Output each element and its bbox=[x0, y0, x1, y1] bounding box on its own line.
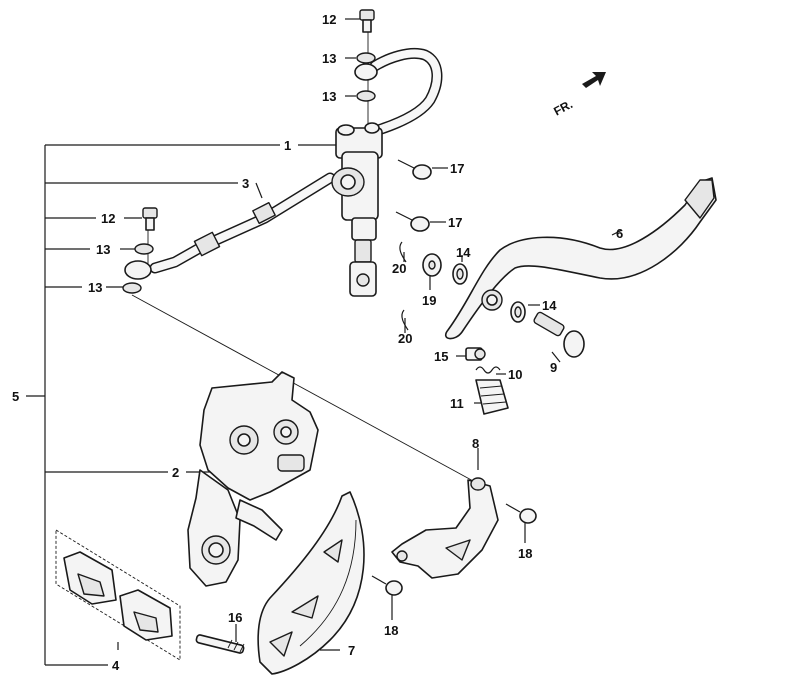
label-part-13-lower-a: 13 bbox=[96, 242, 110, 257]
banjo-bolt-12-lower bbox=[142, 207, 158, 231]
bolt-17-upper bbox=[397, 159, 432, 180]
assembly-bracket-5 bbox=[26, 144, 280, 666]
label-part-20-upper: 20 bbox=[392, 261, 406, 276]
washer-19 bbox=[422, 253, 442, 277]
cotter-pin-20-upper bbox=[399, 241, 407, 263]
label-part-2: 2 bbox=[172, 465, 179, 480]
disc-guard-7 bbox=[257, 491, 365, 675]
banjo-bolt-12-upper bbox=[359, 9, 375, 33]
pivot-bolt-9 bbox=[533, 311, 585, 358]
label-part-17-lower: 17 bbox=[448, 215, 462, 230]
pad-pin-16 bbox=[195, 634, 245, 654]
label-part-6: 6 bbox=[616, 226, 623, 241]
label-part-17-upper: 17 bbox=[450, 161, 464, 176]
washer-13-upper-b bbox=[356, 90, 376, 102]
label-part-19: 19 bbox=[422, 293, 436, 308]
washer-13-upper-a bbox=[354, 52, 378, 81]
label-part-13-upper-a: 13 bbox=[322, 51, 336, 66]
label-part-10: 10 bbox=[508, 367, 522, 382]
reservoir-hose bbox=[366, 47, 443, 138]
caliper-bracket-arm bbox=[187, 469, 283, 587]
master-cylinder-1 bbox=[331, 122, 383, 297]
label-part-8: 8 bbox=[472, 436, 479, 451]
label-part-18-upper: 18 bbox=[518, 546, 532, 561]
spring-boot-11 bbox=[475, 379, 509, 415]
bolt-18-lower bbox=[371, 575, 403, 596]
label-part-3: 3 bbox=[242, 176, 249, 191]
forward-direction-arrow: FR. bbox=[551, 72, 606, 119]
bolt-18-upper bbox=[505, 503, 537, 524]
label-part-20-lower: 20 bbox=[398, 331, 412, 346]
label-part-1: 1 bbox=[284, 138, 291, 153]
label-part-12-lower: 12 bbox=[101, 211, 115, 226]
guard-bracket-8 bbox=[391, 477, 499, 579]
label-part-14-upper: 14 bbox=[456, 245, 471, 260]
label-part-15: 15 bbox=[434, 349, 448, 364]
washer-13-lower-b bbox=[122, 282, 142, 294]
brake-hose-3 bbox=[124, 172, 336, 280]
washer-13-lower-a bbox=[134, 243, 154, 255]
cotter-pin-20-lower bbox=[401, 309, 409, 331]
oring-14-lower bbox=[510, 301, 526, 323]
callout-labels: 1 2 3 4 5 6 7 8 9 10 11 12 12 13 13 13 1… bbox=[12, 12, 623, 673]
label-part-18-lower: 18 bbox=[384, 623, 398, 638]
label-part-14-lower: 14 bbox=[542, 298, 557, 313]
brake-caliper-2 bbox=[199, 371, 319, 501]
label-part-11: 11 bbox=[450, 396, 464, 411]
label-part-12-upper: 12 bbox=[322, 12, 336, 27]
brake-pedal-6 bbox=[445, 177, 717, 340]
label-part-13-upper-b: 13 bbox=[322, 89, 336, 104]
bolt-17-lower bbox=[395, 211, 430, 232]
label-part-7: 7 bbox=[348, 643, 355, 658]
label-part-16: 16 bbox=[228, 610, 242, 625]
brake-pad-set-4 bbox=[55, 529, 181, 661]
label-part-13-lower-b: 13 bbox=[88, 280, 102, 295]
label-part-9: 9 bbox=[550, 360, 557, 375]
spring-10 bbox=[475, 366, 501, 374]
oring-14-upper bbox=[452, 263, 468, 285]
label-part-5: 5 bbox=[12, 389, 19, 404]
direction-mark-label: FR. bbox=[551, 97, 575, 118]
label-part-4: 4 bbox=[112, 658, 120, 673]
bolt-15 bbox=[465, 347, 486, 361]
